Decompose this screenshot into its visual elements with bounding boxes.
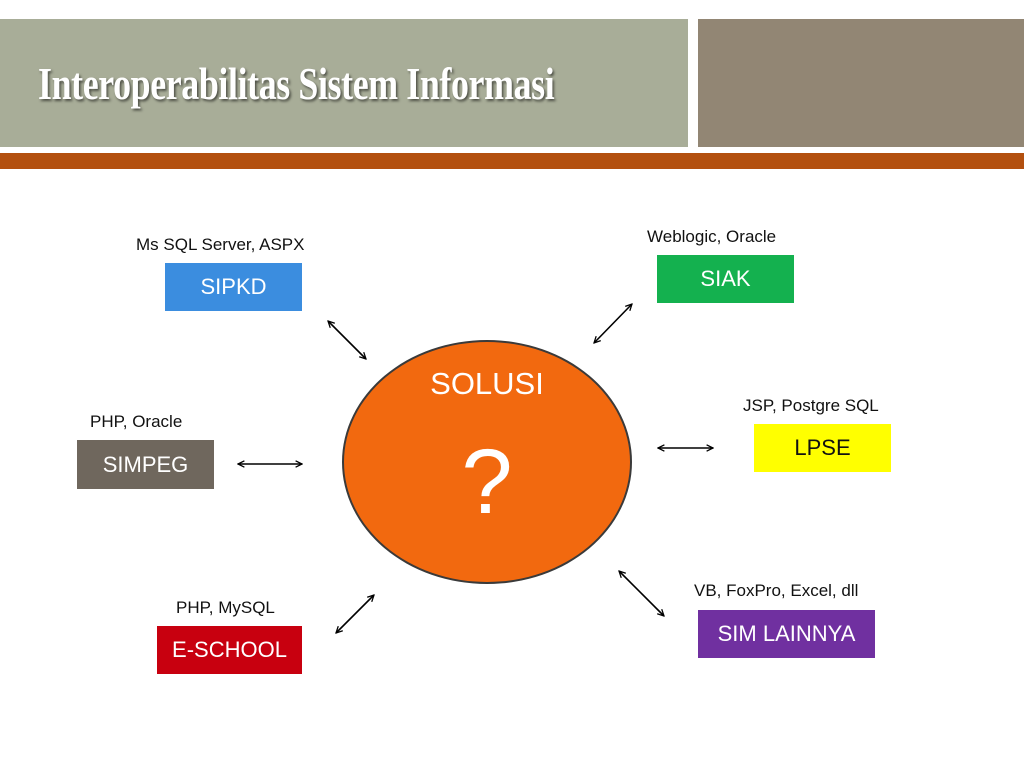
solution-label: SOLUSI xyxy=(430,366,544,401)
accent-divider xyxy=(0,153,1024,169)
lpse-tech-label: JSP, Postgre SQL xyxy=(743,396,879,415)
arrow-siak xyxy=(594,304,632,343)
eschool-tech-label: PHP, MySQL xyxy=(176,598,275,617)
simpeg-box: SIMPEG xyxy=(77,440,214,489)
header-bar xyxy=(0,19,688,147)
sim-lainnya-tech-label: VB, FoxPro, Excel, dll xyxy=(694,581,859,600)
eschool-box: E-SCHOOL xyxy=(157,626,302,674)
arrow-sipkd xyxy=(328,321,366,359)
lpse-box: LPSE xyxy=(754,424,891,472)
header-side-panel xyxy=(698,19,1024,147)
siak-tech-label: Weblogic, Oracle xyxy=(647,227,777,246)
sipkd-box: SIPKD xyxy=(165,263,302,311)
sim-lainnya-box: SIM LAINNYA xyxy=(698,610,875,658)
sipkd-tech-label: Ms SQL Server, ASPX xyxy=(136,235,305,254)
siak-box: SIAK xyxy=(657,255,794,303)
question-mark: ? xyxy=(461,431,513,533)
arrow-sim-lainnya xyxy=(619,571,664,616)
solution-ellipse: SOLUSI ? xyxy=(342,340,632,584)
simpeg-tech-label: PHP, Oracle xyxy=(90,412,183,431)
slide-title: Interoperabilitas Sistem Informasi xyxy=(38,58,555,109)
arrow-eschool xyxy=(336,595,374,633)
